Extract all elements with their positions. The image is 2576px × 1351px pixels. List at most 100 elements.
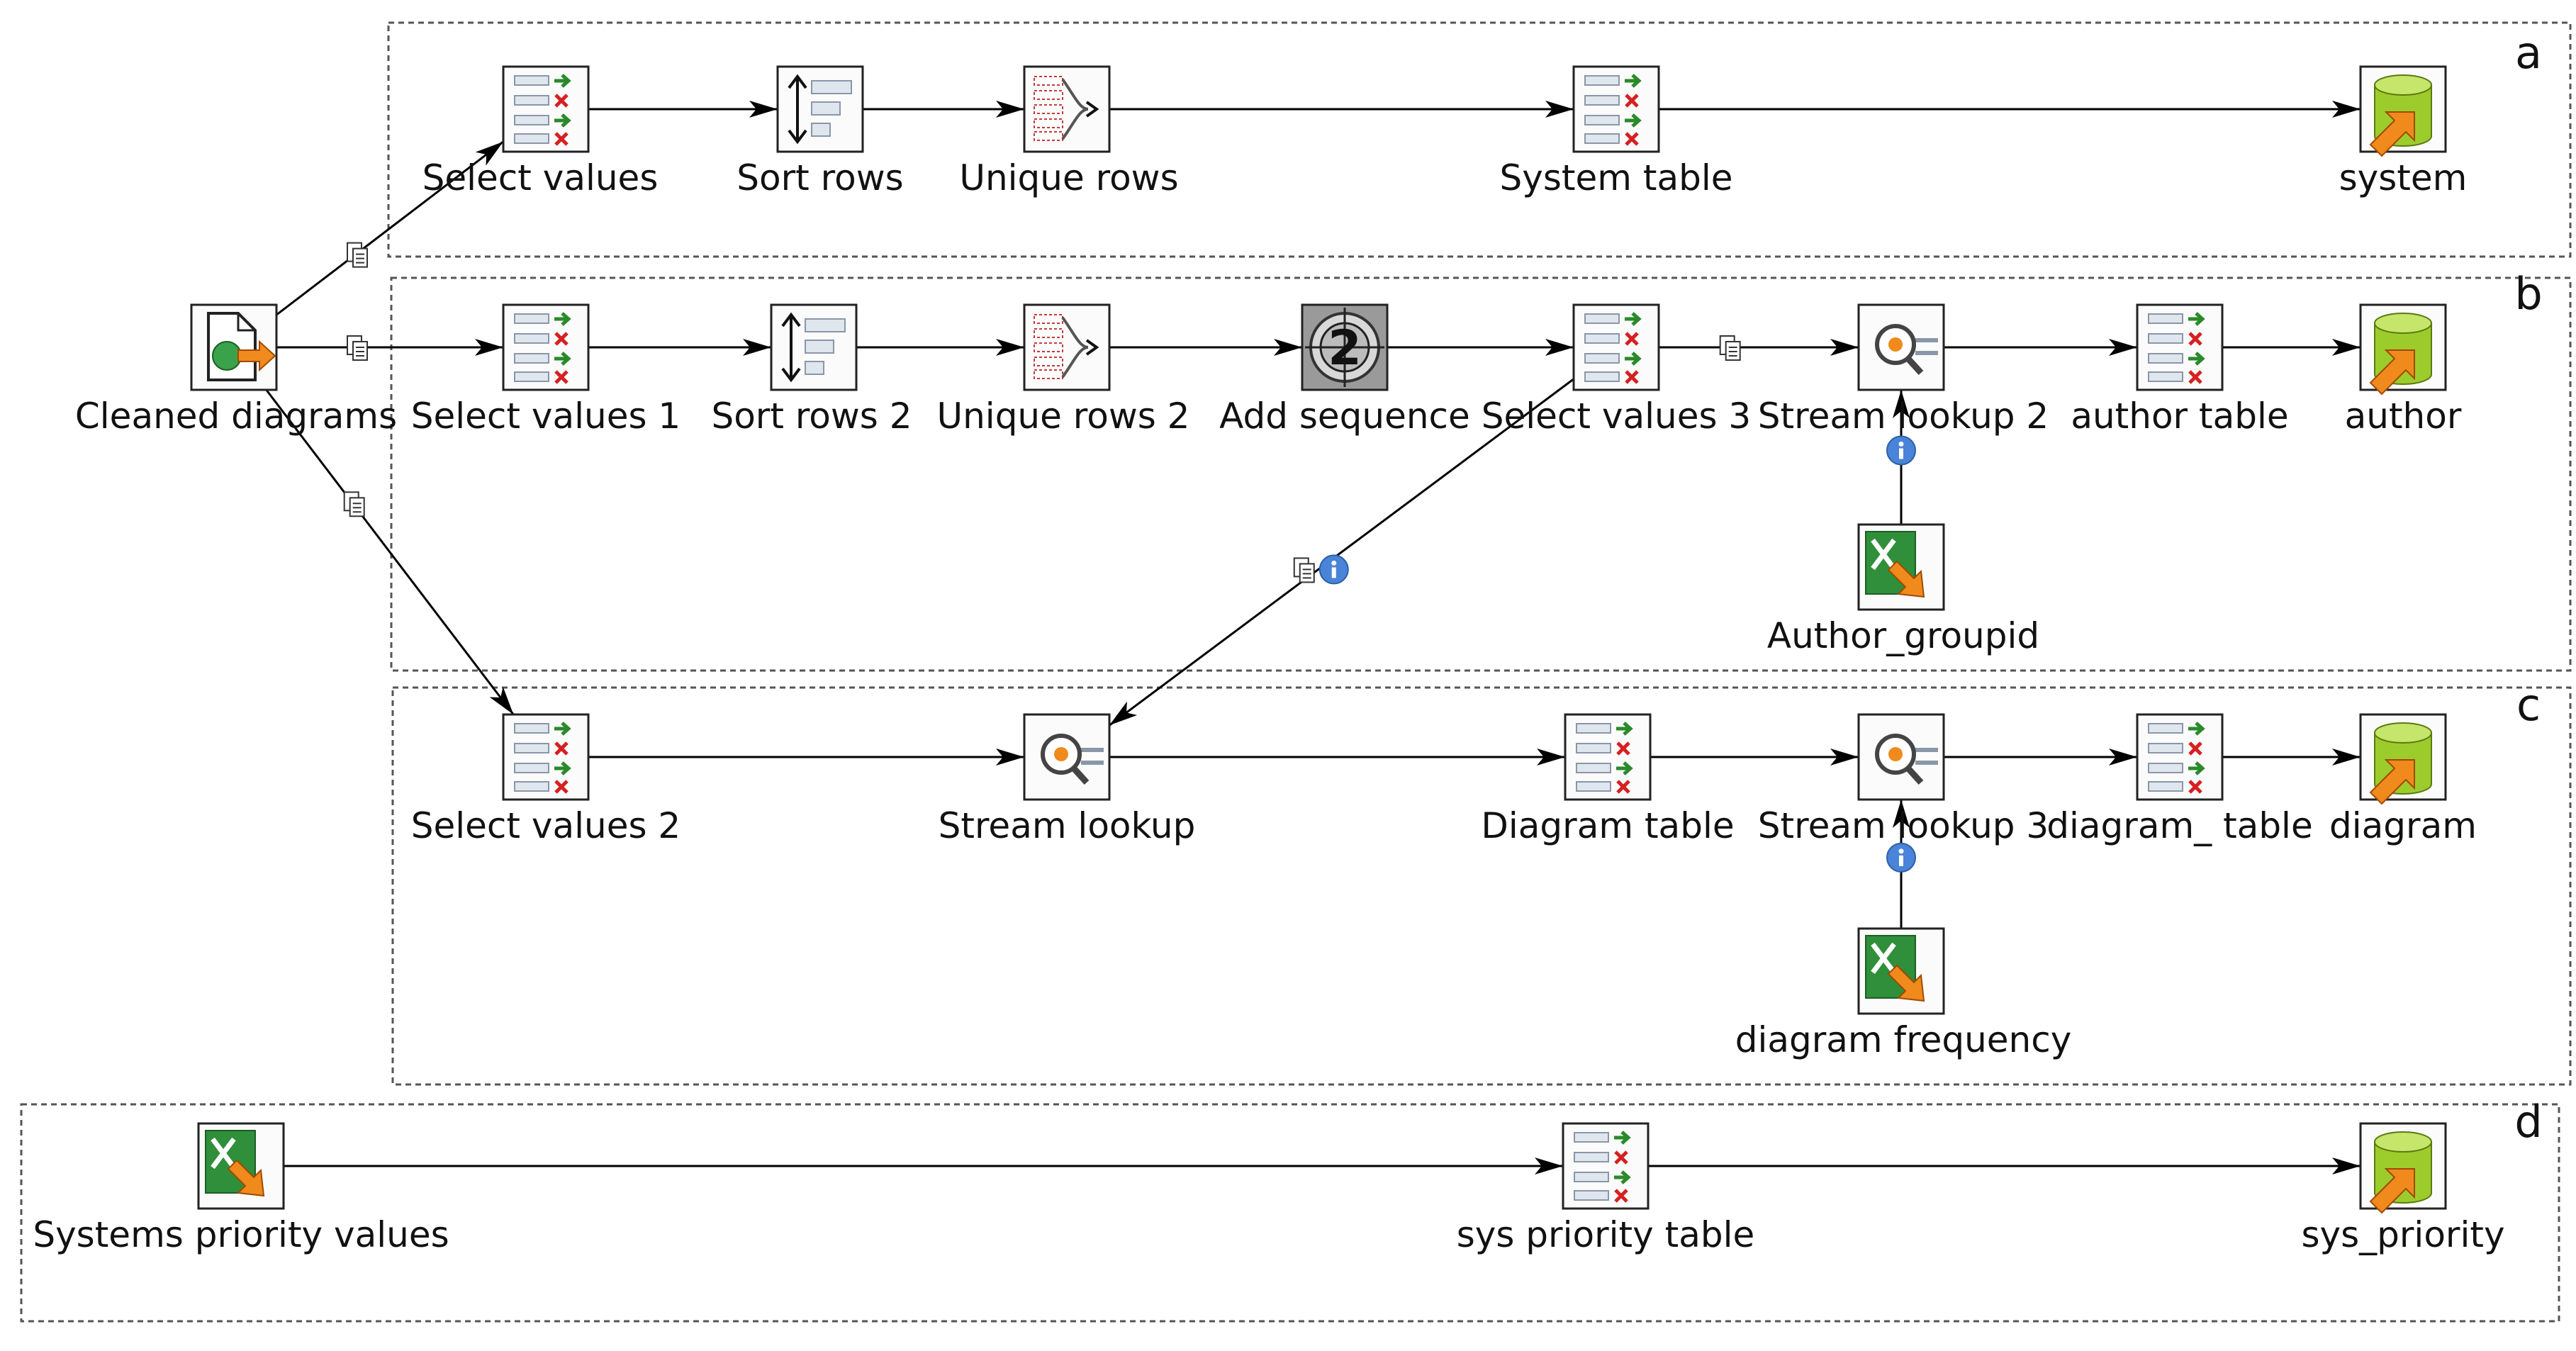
document-input-icon bbox=[190, 303, 278, 391]
step-label-sr: Sort rows bbox=[737, 157, 903, 198]
step-label-sv: Select values bbox=[422, 157, 659, 198]
step-sv1[interactable]: Select values 1 bbox=[411, 303, 681, 437]
step-diagtab2[interactable]: diagram_ table bbox=[2046, 713, 2313, 846]
select-values-icon bbox=[1564, 713, 1652, 801]
step-label-diagfreq: diagram frequency bbox=[1735, 1019, 2072, 1060]
step-label-sl2: Stream lookup 2 bbox=[1758, 396, 2049, 437]
hop-sv3-to-sl[interactable] bbox=[1109, 378, 1574, 727]
step-label-diagram: diagram bbox=[2329, 805, 2477, 846]
step-label-cleaned: Cleaned diagrams bbox=[75, 396, 397, 437]
step-syspri[interactable]: sys_priority bbox=[2301, 1122, 2505, 1255]
excel-input-icon bbox=[1857, 927, 1945, 1015]
step-sl[interactable]: Stream lookup bbox=[939, 713, 1196, 846]
hop-authgrp-to-sl2[interactable] bbox=[1886, 390, 1916, 525]
panel-d-letter: d bbox=[2514, 1096, 2542, 1148]
step-authtab[interactable]: author table bbox=[2071, 303, 2289, 437]
unique-rows-icon bbox=[1023, 65, 1111, 153]
stream-lookup-icon bbox=[1023, 713, 1111, 801]
panel-b-border bbox=[390, 276, 2572, 672]
hop-cleaned-to-sv2[interactable] bbox=[265, 389, 515, 715]
step-label-ur: Unique rows bbox=[959, 157, 1178, 198]
select-values-icon bbox=[502, 65, 590, 153]
step-label-systab: System table bbox=[1500, 157, 1733, 198]
table-output-icon bbox=[2359, 65, 2447, 157]
excel-input-icon bbox=[197, 1122, 285, 1210]
step-label-author: author bbox=[2345, 396, 2462, 437]
select-values-icon bbox=[502, 713, 590, 801]
hop-diagfreq-to-sl3[interactable] bbox=[1886, 800, 1916, 929]
step-label-sl3: Stream lookup 3 bbox=[1758, 805, 2049, 846]
step-sptab[interactable]: sys priority table bbox=[1457, 1122, 1755, 1255]
step-sl3[interactable]: Stream lookup 3 bbox=[1758, 713, 2049, 846]
step-system[interactable]: system bbox=[2339, 65, 2468, 198]
step-label-system: system bbox=[2339, 157, 2468, 198]
copy-rows-icon bbox=[1293, 557, 1315, 583]
step-diagfreq[interactable]: diagram frequency bbox=[1735, 927, 2072, 1060]
select-values-icon bbox=[1572, 303, 1660, 391]
step-diagtab[interactable]: Diagram table bbox=[1481, 713, 1735, 846]
step-spv[interactable]: Systems priority values bbox=[33, 1122, 449, 1255]
table-output-icon bbox=[2359, 303, 2447, 396]
step-ur2[interactable]: Unique rows 2 bbox=[937, 303, 1190, 437]
stream-lookup-icon bbox=[1857, 303, 1945, 391]
hops-layer bbox=[265, 101, 2361, 1175]
step-label-sv3: Select values 3 bbox=[1482, 396, 1751, 437]
select-values-icon bbox=[2136, 303, 2224, 391]
table-output-icon bbox=[2359, 1122, 2447, 1214]
sort-rows-icon bbox=[770, 303, 858, 391]
table-output-icon bbox=[2359, 713, 2447, 805]
step-label-sv2: Select values 2 bbox=[411, 805, 681, 846]
select-values-icon bbox=[502, 303, 590, 391]
copy-rows-icon bbox=[1719, 335, 1741, 361]
step-authgrp[interactable]: Author_groupid bbox=[1767, 523, 2039, 656]
copy-rows-icon bbox=[347, 335, 368, 361]
panel-c-border bbox=[391, 686, 2572, 1086]
hop-cleaned-to-sv[interactable] bbox=[276, 140, 504, 316]
step-sv2[interactable]: Select values 2 bbox=[411, 713, 681, 846]
stream-lookup-icon bbox=[1857, 713, 1945, 801]
step-cleaned[interactable]: Cleaned diagrams bbox=[75, 303, 397, 437]
step-ur[interactable]: Unique rows bbox=[959, 65, 1179, 198]
select-values-icon bbox=[2136, 713, 2224, 801]
hop-sv3-to-sl2[interactable] bbox=[1659, 335, 1859, 361]
step-label-sptab: sys priority table bbox=[1457, 1214, 1755, 1255]
step-sl2[interactable]: Stream lookup 2 bbox=[1758, 303, 2049, 437]
step-label-sr2: Sort rows 2 bbox=[711, 396, 912, 437]
step-label-diagtab2: diagram_ table bbox=[2046, 805, 2312, 846]
step-diagram[interactable]: diagram bbox=[2329, 713, 2477, 846]
hop-cleaned-to-sv1[interactable] bbox=[276, 335, 503, 361]
step-label-syspri: sys_priority bbox=[2301, 1214, 2504, 1255]
unique-rows-icon bbox=[1023, 303, 1111, 391]
select-values-icon bbox=[1572, 65, 1660, 153]
panels-layer: a b c d bbox=[20, 21, 2572, 1323]
info-hop-icon bbox=[1318, 554, 1349, 585]
panel-d-border bbox=[20, 1103, 2560, 1323]
step-author[interactable]: author bbox=[2345, 303, 2462, 437]
step-sr[interactable]: Sort rows bbox=[737, 65, 904, 198]
step-sr2[interactable]: Sort rows 2 bbox=[711, 303, 912, 437]
select-values-icon bbox=[1562, 1122, 1650, 1210]
step-sv[interactable]: Select values bbox=[422, 65, 659, 198]
excel-input-icon bbox=[1857, 523, 1945, 611]
add-sequence-icon: 2 bbox=[1301, 303, 1389, 391]
step-label-sl: Stream lookup bbox=[939, 805, 1196, 846]
step-label-addseq: Add sequence bbox=[1219, 396, 1470, 437]
panel-a-border bbox=[387, 21, 2572, 258]
panel-b-letter: b bbox=[2514, 268, 2542, 320]
panel-c-letter: c bbox=[2516, 679, 2541, 731]
step-label-authgrp: Author_groupid bbox=[1767, 615, 2039, 656]
panel-a-letter: a bbox=[2515, 27, 2542, 79]
step-label-spv: Systems priority values bbox=[33, 1214, 449, 1255]
copy-rows-icon bbox=[343, 491, 365, 517]
sort-rows-icon bbox=[776, 65, 864, 153]
step-sv3[interactable]: Select values 3 bbox=[1482, 303, 1751, 437]
svg-text:2: 2 bbox=[1328, 320, 1361, 376]
step-systab[interactable]: System table bbox=[1500, 65, 1733, 198]
info-hop-icon bbox=[1886, 435, 1916, 466]
step-label-sv1: Select values 1 bbox=[411, 396, 681, 437]
copy-rows-icon bbox=[347, 242, 368, 268]
step-label-ur2: Unique rows 2 bbox=[937, 396, 1190, 437]
